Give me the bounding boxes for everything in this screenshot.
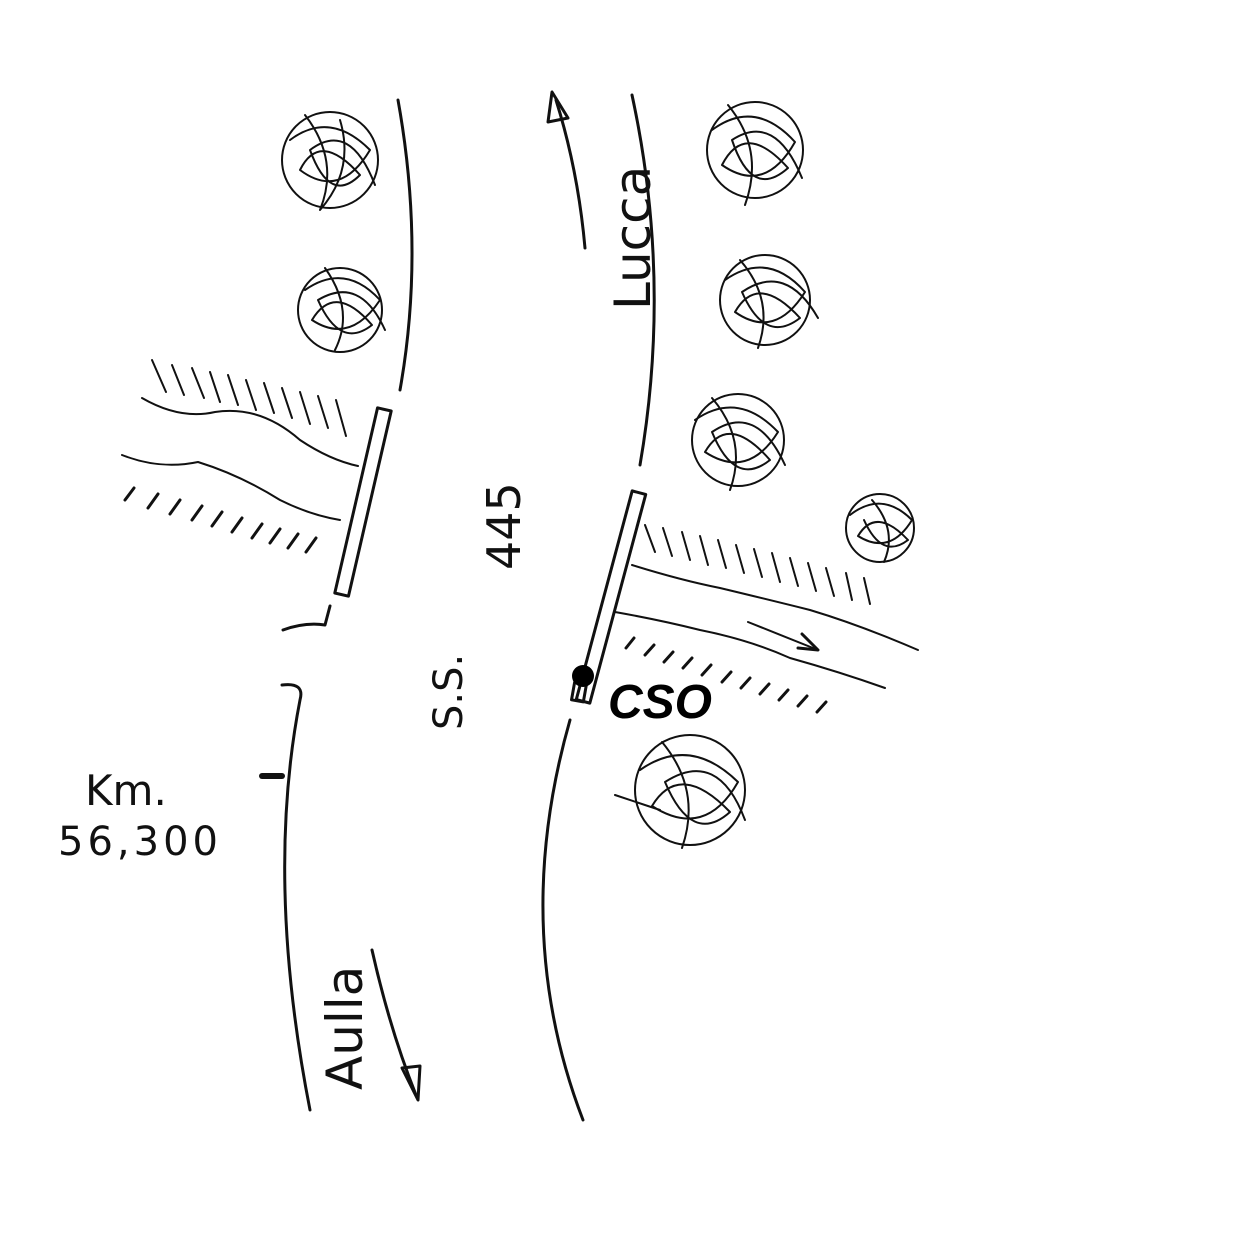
river-flow-arrowhead bbox=[796, 632, 820, 652]
road-left-edge-upper bbox=[396, 98, 414, 392]
river-flow-arrow bbox=[747, 621, 819, 651]
label-aulla: Aulla bbox=[316, 966, 374, 1090]
embankment-hatch-right-north bbox=[644, 524, 871, 605]
road-left-edge-lower bbox=[280, 683, 312, 1112]
tree-left-1 bbox=[281, 111, 379, 211]
tree-right-4 bbox=[845, 493, 915, 563]
bridge-parapet-left bbox=[333, 406, 393, 598]
road-right-edge-lower bbox=[541, 718, 585, 1122]
river-left-bank-south bbox=[121, 454, 341, 521]
road-edges bbox=[280, 93, 656, 1122]
river-left bbox=[121, 359, 359, 554]
road-right-edge-upper bbox=[630, 93, 656, 467]
label-road-number: 445 bbox=[477, 482, 531, 570]
trees bbox=[281, 101, 915, 849]
embankment-hatch-left-south bbox=[123, 486, 318, 554]
road-left-notch bbox=[281, 604, 332, 632]
tree-right-1 bbox=[706, 101, 804, 206]
tree-left-2 bbox=[297, 267, 386, 353]
label-station: CSO bbox=[608, 676, 712, 729]
label-lucca: Lucca bbox=[604, 166, 662, 310]
river-right bbox=[614, 524, 919, 714]
arrow-to-aulla-shaft bbox=[370, 948, 418, 1097]
station-dot bbox=[572, 665, 594, 687]
direction-arrows bbox=[370, 90, 587, 1102]
tree-right-2 bbox=[719, 254, 819, 349]
arrow-to-aulla-head bbox=[400, 1064, 422, 1102]
river-left-bank-north bbox=[141, 397, 359, 467]
tree-right-3 bbox=[691, 393, 786, 491]
tree-right-5 bbox=[614, 734, 746, 849]
river-right-bank-north bbox=[631, 564, 919, 651]
arrow-to-lucca-shaft bbox=[554, 98, 587, 250]
label-road-prefix: S.S. bbox=[426, 654, 472, 730]
embankment-hatch-right-south bbox=[624, 636, 828, 714]
label-km-value: 56,300 bbox=[58, 819, 222, 865]
arrow-to-lucca-head bbox=[546, 90, 570, 124]
embankment-hatch-left-north bbox=[151, 359, 347, 437]
label-km: Km. bbox=[85, 766, 167, 815]
river-right-bank-south bbox=[614, 611, 886, 689]
